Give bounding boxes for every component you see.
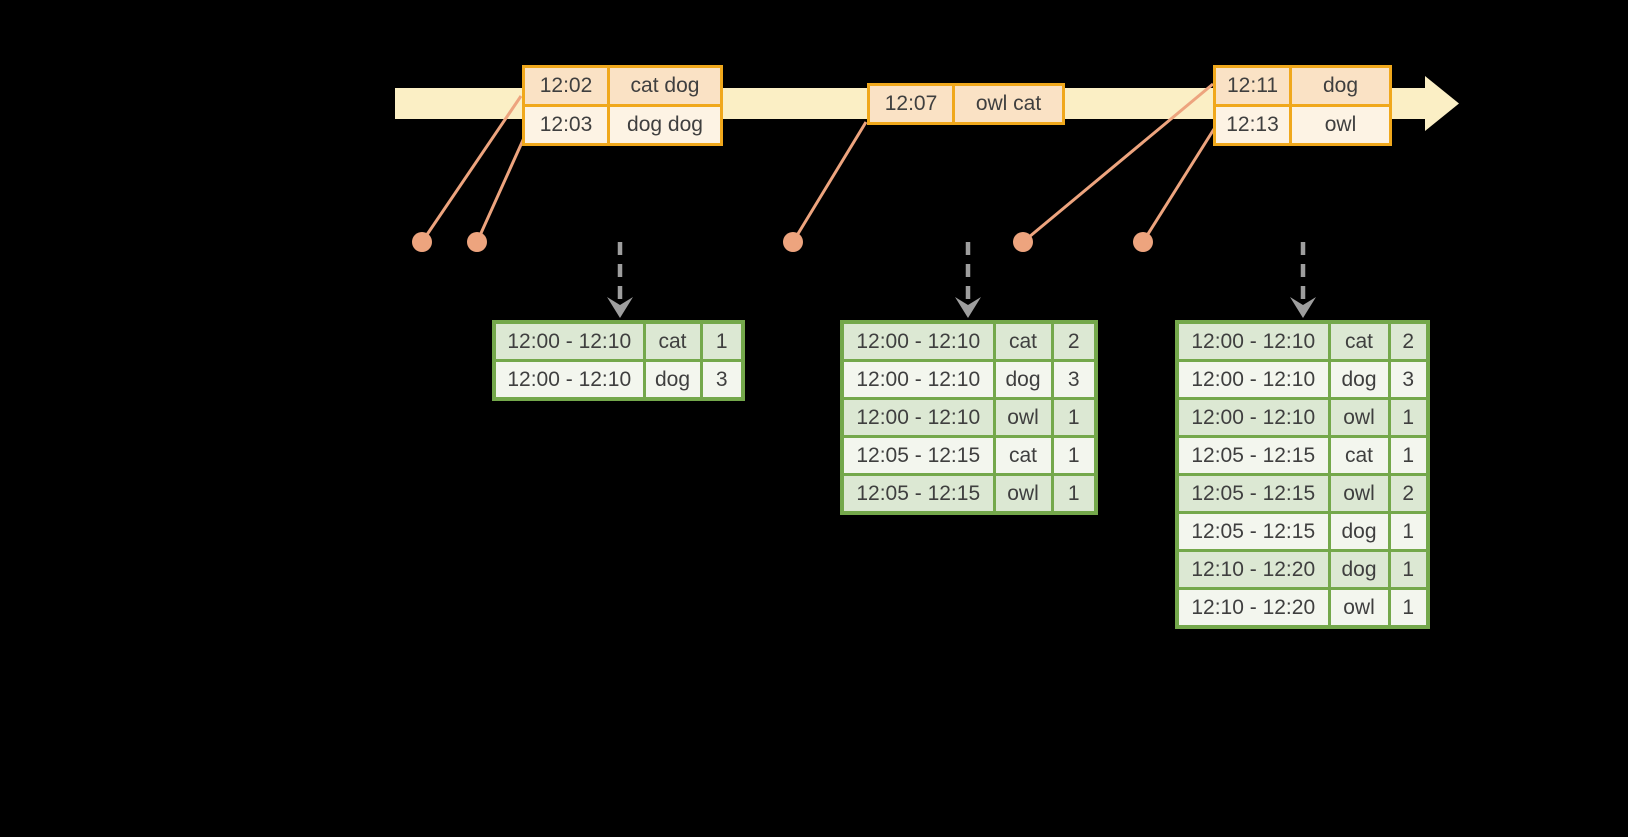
count-cell: 2	[1387, 473, 1430, 514]
result-row: 12:05 - 12:15 dog 1	[1175, 511, 1430, 552]
event-dot	[1013, 232, 1033, 252]
timeline-arrowhead-icon	[1425, 76, 1459, 131]
count-cell: 1	[1050, 435, 1098, 476]
window-cell: 12:00 - 12:10	[1175, 320, 1331, 362]
result-row: 12:00 - 12:10 cat 2	[1175, 320, 1430, 362]
event-table-3: 12:11 dog 12:13 owl	[1213, 65, 1392, 146]
window-cell: 12:05 - 12:15	[840, 473, 996, 515]
event-table-1: 12:02 cat dog 12:03 dog dog	[522, 65, 723, 146]
count-cell: 3	[1050, 359, 1098, 400]
word-cell: dog	[642, 359, 703, 401]
word-cell: dog	[1327, 359, 1391, 400]
result-row: 12:05 - 12:15 cat 1	[1175, 435, 1430, 476]
event-row: 12:03 dog dog	[522, 104, 723, 146]
window-cell: 12:10 - 12:20	[1175, 587, 1331, 629]
count-cell: 1	[1387, 397, 1430, 438]
word-cell: owl	[992, 397, 1054, 438]
window-cell: 12:05 - 12:15	[1175, 511, 1331, 552]
count-cell: 1	[1050, 397, 1098, 438]
window-cell: 12:05 - 12:15	[1175, 435, 1331, 476]
window-cell: 12:00 - 12:10	[1175, 397, 1331, 438]
event-time-cell: 12:03	[522, 104, 610, 146]
window-cell: 12:05 - 12:15	[1175, 473, 1331, 514]
result-row: 12:05 - 12:15 owl 2	[1175, 473, 1430, 514]
count-cell: 1	[1387, 435, 1430, 476]
result-row: 12:00 - 12:10 dog 3	[840, 359, 1098, 400]
count-cell: 3	[699, 359, 745, 401]
word-cell: owl	[992, 473, 1054, 515]
event-time-cell: 12:11	[1213, 65, 1292, 107]
event-dot	[412, 232, 432, 252]
event-dot	[1133, 232, 1153, 252]
count-cell: 1	[699, 320, 745, 362]
word-cell: cat	[992, 320, 1054, 362]
event-row: 12:07 owl cat	[867, 83, 1065, 125]
result-row: 12:00 - 12:10 owl 1	[1175, 397, 1430, 438]
event-words-cell: owl cat	[952, 83, 1065, 125]
count-cell: 2	[1050, 320, 1098, 362]
result-table-3: 12:00 - 12:10 cat 2 12:00 - 12:10 dog 3 …	[1175, 320, 1430, 629]
event-time-cell: 12:07	[867, 83, 955, 125]
event-connector-line	[475, 128, 530, 243]
word-cell: cat	[992, 435, 1054, 476]
event-time-cell: 12:02	[522, 65, 610, 107]
event-table-2: 12:07 owl cat	[867, 83, 1065, 125]
result-row: 12:10 - 12:20 dog 1	[1175, 549, 1430, 590]
result-table-2: 12:00 - 12:10 cat 2 12:00 - 12:10 dog 3 …	[840, 320, 1098, 515]
result-table-1: 12:00 - 12:10 cat 1 12:00 - 12:10 dog 3	[492, 320, 745, 401]
word-cell: owl	[1327, 587, 1391, 629]
window-cell: 12:00 - 12:10	[840, 397, 996, 438]
count-cell: 1	[1387, 511, 1430, 552]
window-cell: 12:00 - 12:10	[1175, 359, 1331, 400]
event-row: 12:02 cat dog	[522, 65, 723, 107]
word-cell: dog	[1327, 511, 1391, 552]
event-dot	[467, 232, 487, 252]
result-row: 12:00 - 12:10 owl 1	[840, 397, 1098, 438]
event-row: 12:13 owl	[1213, 104, 1392, 146]
word-cell: cat	[642, 320, 703, 362]
result-row: 12:10 - 12:20 owl 1	[1175, 587, 1430, 629]
trigger-arrow-icon	[607, 242, 633, 318]
count-cell: 1	[1050, 473, 1098, 515]
word-cell: dog	[1327, 549, 1391, 590]
event-words-cell: cat dog	[607, 65, 723, 107]
window-cell: 12:00 - 12:10	[840, 359, 996, 400]
result-row: 12:00 - 12:10 dog 3	[1175, 359, 1430, 400]
event-words-cell: owl	[1289, 104, 1392, 146]
result-row: 12:05 - 12:15 cat 1	[840, 435, 1098, 476]
window-cell: 12:00 - 12:10	[492, 359, 646, 401]
result-row: 12:00 - 12:10 cat 1	[492, 320, 745, 362]
result-row: 12:00 - 12:10 cat 2	[840, 320, 1098, 362]
word-cell: owl	[1327, 473, 1391, 514]
event-row: 12:11 dog	[1213, 65, 1392, 107]
count-cell: 2	[1387, 320, 1430, 362]
word-cell: cat	[1327, 320, 1391, 362]
event-dot	[783, 232, 803, 252]
event-words-cell: dog dog	[607, 104, 723, 146]
event-connector-line	[420, 95, 523, 243]
window-cell: 12:00 - 12:10	[492, 320, 646, 362]
event-connector-line	[791, 121, 868, 243]
word-cell: cat	[1327, 435, 1391, 476]
event-connector-line	[1141, 128, 1216, 243]
result-row: 12:05 - 12:15 owl 1	[840, 473, 1098, 515]
window-cell: 12:05 - 12:15	[840, 435, 996, 476]
word-cell: dog	[992, 359, 1054, 400]
window-cell: 12:10 - 12:20	[1175, 549, 1331, 590]
word-cell: owl	[1327, 397, 1391, 438]
window-cell: 12:00 - 12:10	[840, 320, 996, 362]
trigger-arrow-icon	[1290, 242, 1316, 318]
count-cell: 1	[1387, 587, 1430, 629]
count-cell: 3	[1387, 359, 1430, 400]
result-row: 12:00 - 12:10 dog 3	[492, 359, 745, 401]
trigger-arrow-icon	[955, 242, 981, 318]
event-words-cell: dog	[1289, 65, 1392, 107]
count-cell: 1	[1387, 549, 1430, 590]
event-time-cell: 12:13	[1213, 104, 1292, 146]
